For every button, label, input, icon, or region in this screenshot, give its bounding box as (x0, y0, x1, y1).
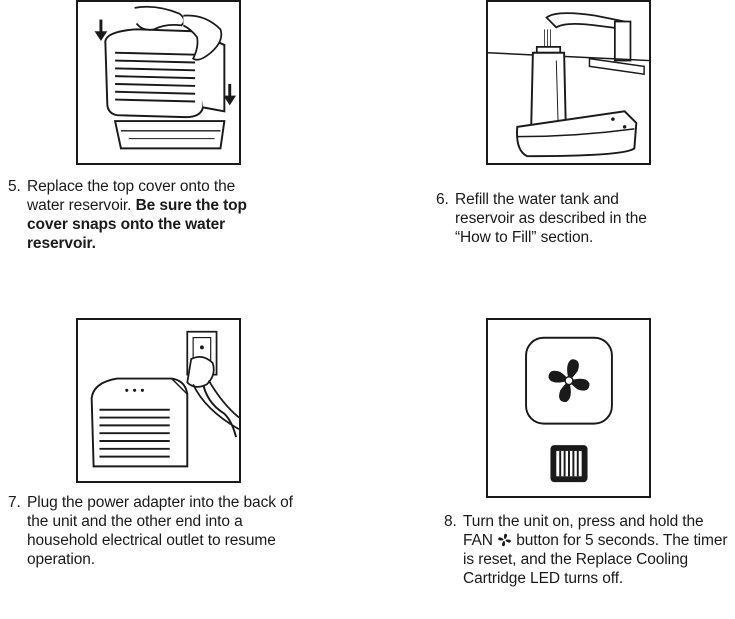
illustration-replace-cover (76, 0, 241, 165)
step-text: Plug the power adapter into the back of … (27, 494, 293, 568)
step-text-continued: button for 5 seconds. The timer is reset… (463, 532, 728, 587)
illustration-refill-tank (486, 0, 651, 165)
fan-icon (548, 359, 590, 403)
step-text: Replace the top cover onto the water res… (27, 178, 236, 214)
illustration-plug-in (76, 318, 241, 483)
cartridge-led-icon (550, 445, 588, 483)
illustration-fan-reset (486, 318, 651, 498)
step-text: Refill the water tank and reservoir as d… (455, 191, 647, 246)
step-number: 8. (444, 513, 457, 530)
step-warning: Be sure the top cover snaps onto the wat… (27, 197, 247, 252)
step-number: 7. (8, 494, 21, 511)
step-number: 6. (436, 191, 449, 208)
step-text: Turn the unit on, press and hold the FAN (463, 513, 704, 549)
step-number: 5. (8, 178, 21, 195)
fan-icon (498, 533, 511, 547)
